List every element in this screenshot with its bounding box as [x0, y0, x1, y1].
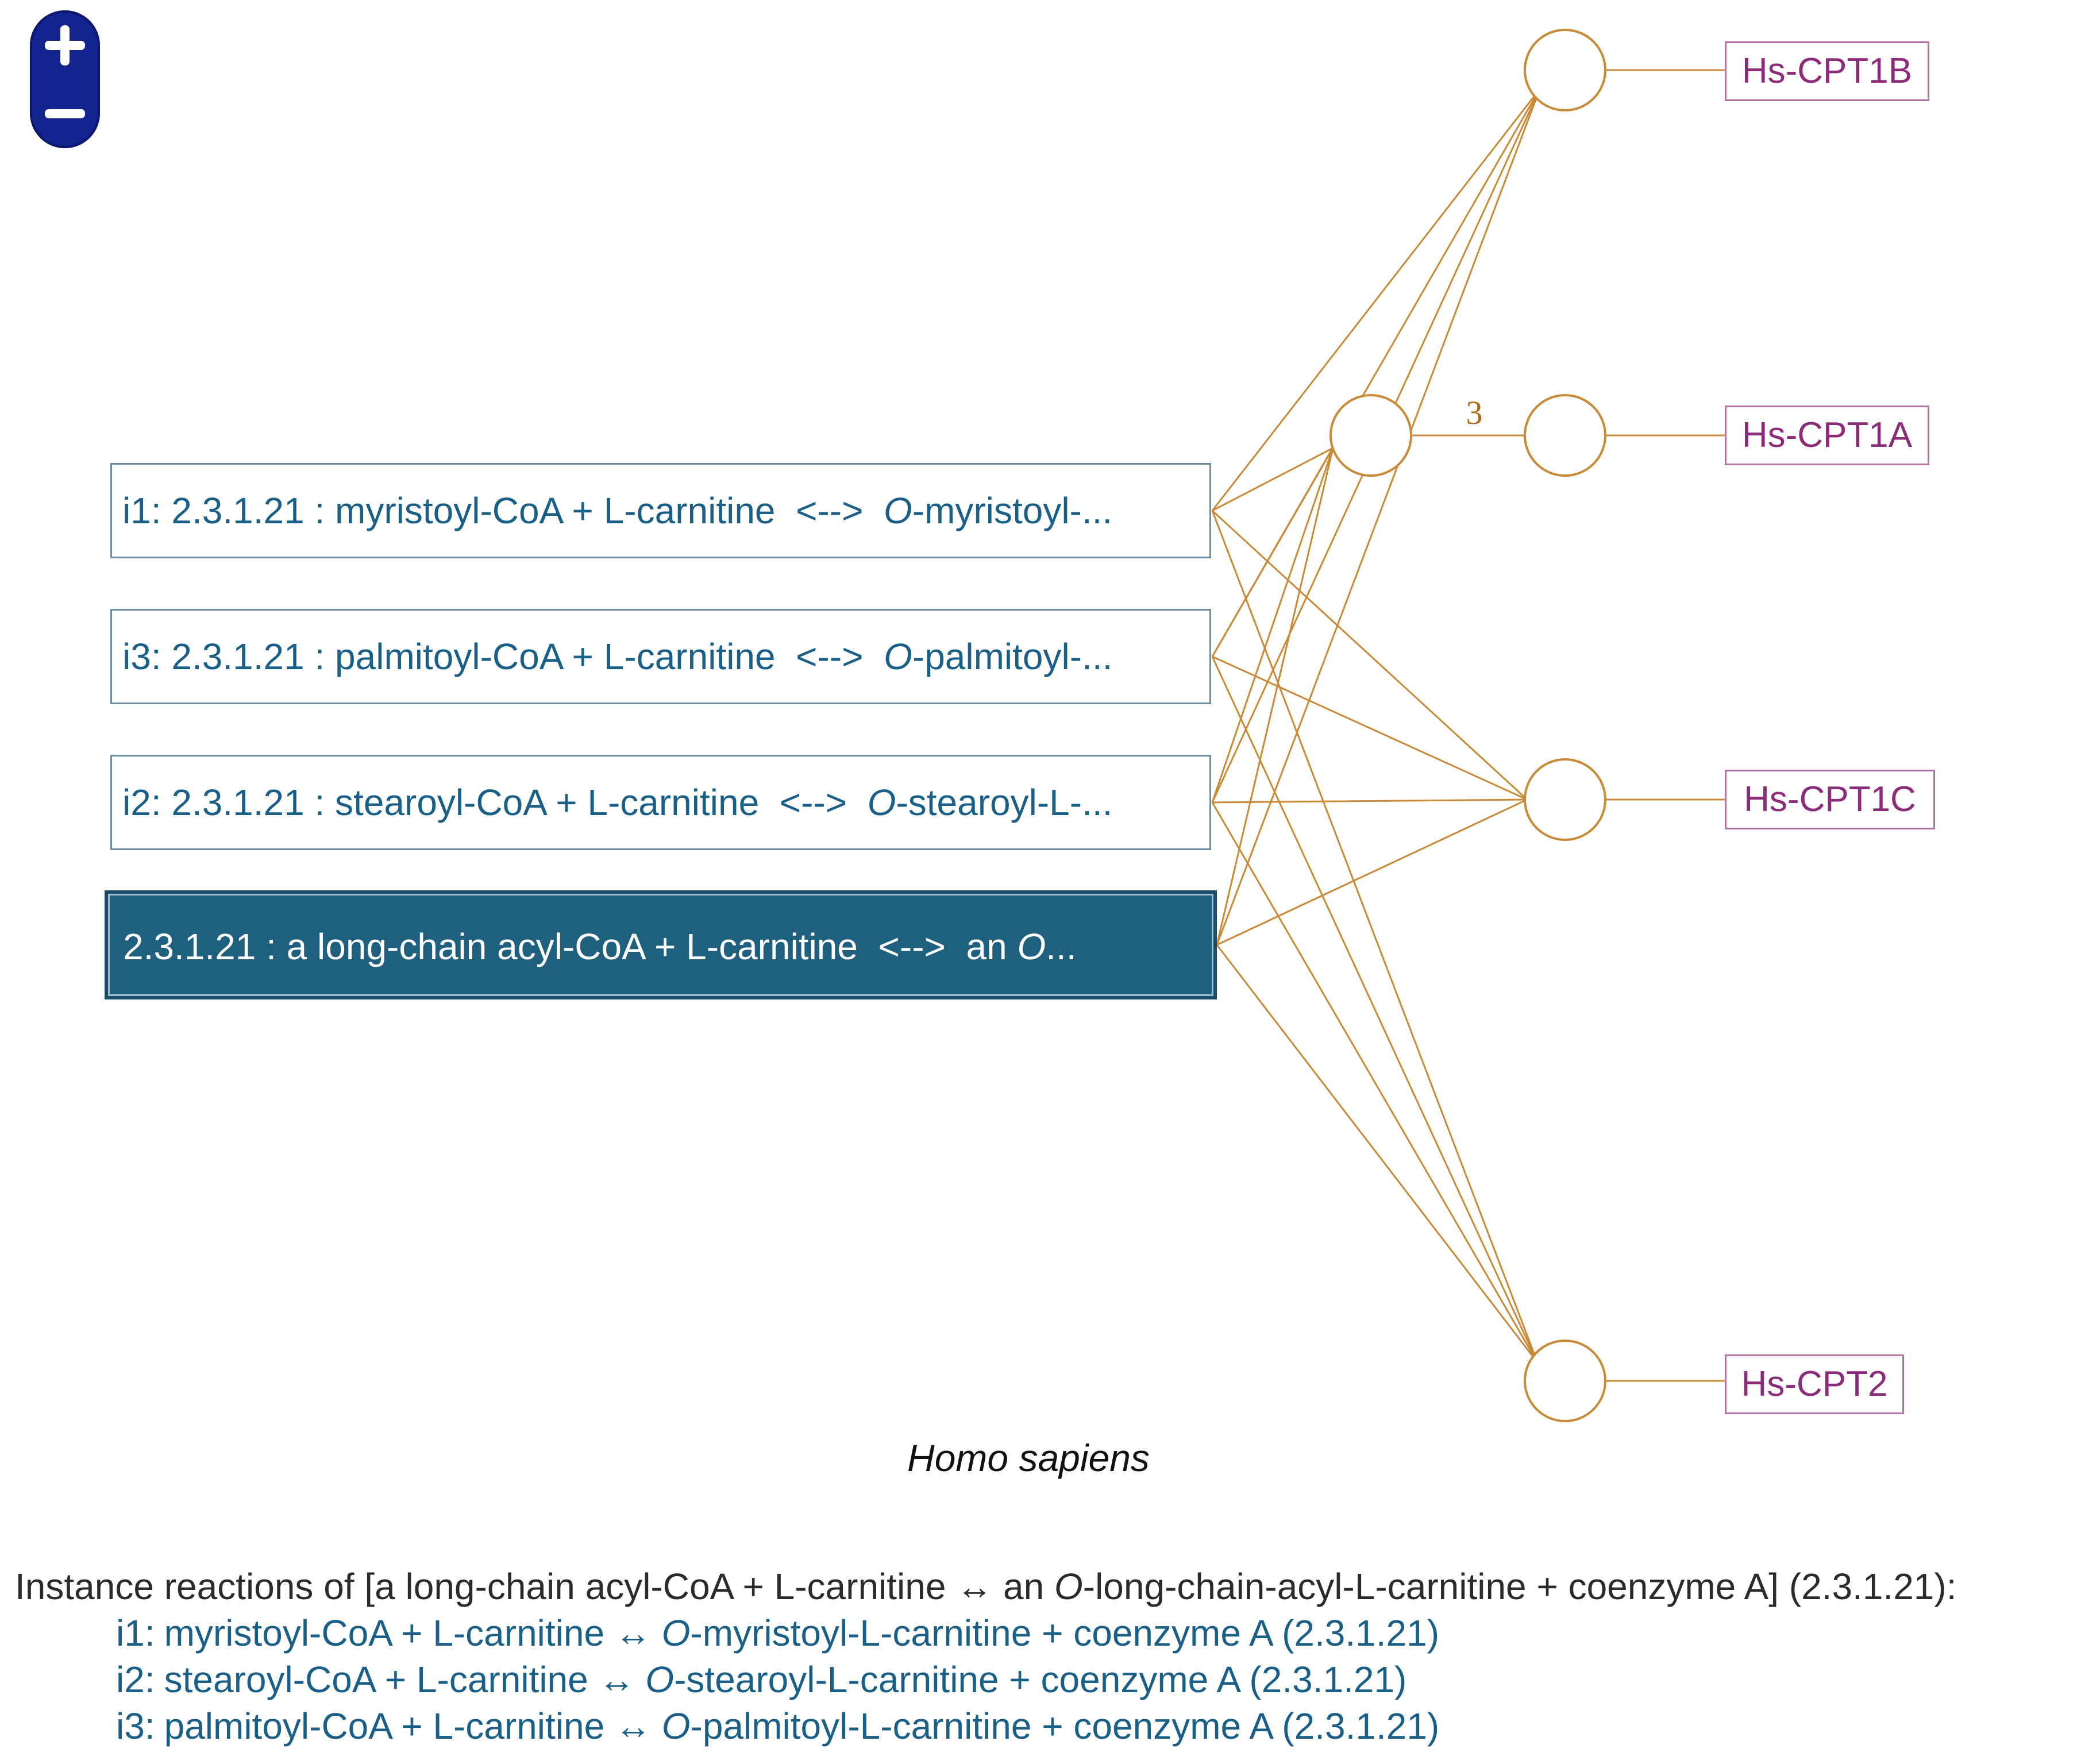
gene-node-cpt1c[interactable]: [1524, 758, 1606, 841]
link-reaction-1-gene-0: [1211, 88, 1541, 657]
instance-suffix: -stearoyl-L-carnitine + coenzyme A (2.3.…: [674, 1659, 1407, 1700]
header-prefix: Instance reactions of [a long-chain acyl…: [15, 1566, 1054, 1607]
gene-box-cpt1a[interactable]: Hs-CPT1A: [1725, 406, 1929, 465]
reaction-product-italic: O: [867, 782, 896, 823]
reaction-text: i2: 2.3.1.21 : stearoyl-CoA + L-carnitin…: [122, 782, 868, 823]
instance-reaction-link-i2[interactable]: i2:stearoyl-CoA + L-carnitine ↔ O-stearo…: [15, 1657, 1956, 1703]
zoom-control: [30, 10, 100, 148]
group-count-label: 3: [1466, 394, 1483, 431]
reaction-product-italic: O: [884, 636, 912, 677]
reaction-product-italic: O: [884, 490, 912, 531]
reaction-text: i1: 2.3.1.21 : myristoyl-CoA + L-carniti…: [122, 490, 884, 531]
instance-id: i1:: [116, 1612, 155, 1654]
reaction-box-generic-selected[interactable]: 2.3.1.21 : a long-chain acyl-CoA + L-car…: [105, 890, 1217, 999]
network-links: [1211, 69, 1725, 1382]
reaction-box-i3[interactable]: i3: 2.3.1.21 : palmitoyl-CoA + L-carniti…: [110, 609, 1211, 704]
zoom-out-button[interactable]: [30, 79, 100, 148]
reaction-product-rest: -stearoyl-L-...: [896, 782, 1113, 823]
header-suffix: -long-chain-acyl-L-carnitine + coenzyme …: [1082, 1566, 1957, 1607]
instance-reaction-link-i3[interactable]: i3:palmitoyl-CoA + L-carnitine ↔ O-palmi…: [15, 1703, 1956, 1750]
instance-reaction-link-i1[interactable]: i1:myristoyl-CoA + L-carnitine ↔ O-myris…: [15, 1610, 1956, 1657]
header-italic: O: [1054, 1566, 1083, 1607]
gene-box-cpt1b[interactable]: Hs-CPT1B: [1725, 41, 1929, 101]
instance-reactions-list: Instance reactions of [a long-chain acyl…: [15, 1564, 1956, 1750]
gene-label: Hs-CPT1B: [1741, 51, 1913, 91]
species-label: Homo sapiens: [907, 1437, 1150, 1479]
reaction-product-rest: ...: [1046, 926, 1077, 967]
network-nodes: [1329, 29, 1606, 1422]
link-reaction-2-gene-2: [1212, 798, 1528, 804]
instance-italic: O: [661, 1705, 691, 1747]
reaction-box-i2[interactable]: i2: 2.3.1.21 : stearoyl-CoA + L-carnitin…: [110, 755, 1211, 850]
reaction-product-italic: O: [1017, 926, 1046, 967]
link-reaction-3-gene-2: [1216, 798, 1528, 946]
gene-label: Hs-CPT2: [1741, 1364, 1888, 1404]
gene-node-cpt1a[interactable]: [1524, 394, 1606, 477]
link-reaction-0-gene-3: [1211, 510, 1539, 1363]
instance-id: i3:: [116, 1705, 155, 1747]
instance-id: i2:: [116, 1659, 155, 1700]
reaction-box-i1[interactable]: i1: 2.3.1.21 : myristoyl-CoA + L-carniti…: [110, 463, 1211, 558]
gene-label: Hs-CPT1C: [1744, 779, 1916, 819]
gene-box-cpt1c[interactable]: Hs-CPT1C: [1725, 770, 1935, 829]
instance-list-header: Instance reactions of [a long-chain acyl…: [15, 1564, 1956, 1610]
link-reaction-1-gene-2: [1212, 655, 1528, 801]
gene-node-cpt2[interactable]: [1524, 1340, 1606, 1422]
instance-suffix: -palmitoyl-L-carnitine + coenzyme A (2.3…: [690, 1705, 1440, 1747]
reaction-text: i3: 2.3.1.21 : palmitoyl-CoA + L-carniti…: [122, 636, 884, 677]
reaction-product-rest: -palmitoyl-...: [912, 636, 1113, 677]
gene-node-cpt1b[interactable]: [1524, 29, 1606, 111]
link-reaction-1-gene-3: [1211, 656, 1539, 1363]
link-reaction-0-gene-2: [1211, 509, 1528, 801]
link-reaction-2-hub: [1211, 447, 1334, 803]
instance-suffix: -myristoyl-L-carnitine + coenzyme A (2.3…: [690, 1612, 1440, 1654]
link-reaction-0-gene-0: [1211, 88, 1541, 511]
reaction-product-rest: -myristoyl-...: [912, 490, 1113, 531]
gene-box-cpt2[interactable]: Hs-CPT2: [1725, 1354, 1904, 1414]
link-reaction-3-hub: [1216, 447, 1334, 945]
instance-prefix: myristoyl-CoA + L-carnitine ↔: [164, 1612, 662, 1654]
zoom-in-button[interactable]: [30, 10, 100, 79]
link-reaction-0-hub: [1212, 447, 1334, 512]
hub-node[interactable]: [1329, 394, 1412, 477]
instance-italic: O: [661, 1612, 691, 1654]
link-reaction-2-gene-3: [1211, 802, 1539, 1363]
link-reaction-3-gene-0: [1216, 88, 1541, 945]
gene-label: Hs-CPT1A: [1741, 415, 1913, 455]
link-reaction-3-gene-3: [1216, 944, 1539, 1363]
reaction-text: 2.3.1.21 : a long-chain acyl-CoA + L-car…: [123, 926, 1018, 967]
instance-prefix: palmitoyl-CoA + L-carnitine ↔: [164, 1705, 662, 1747]
instance-italic: O: [645, 1659, 675, 1700]
instance-prefix: stearoyl-CoA + L-carnitine ↔: [164, 1659, 646, 1700]
